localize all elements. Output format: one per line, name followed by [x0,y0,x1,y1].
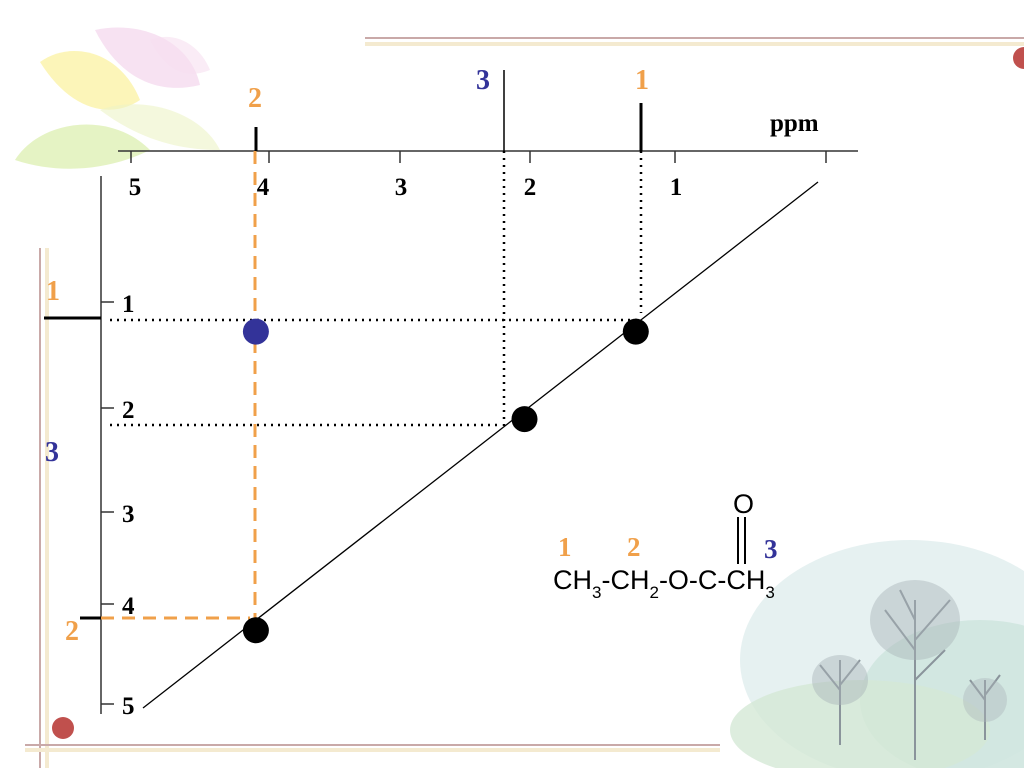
left-axis-tick-label: 5 [122,693,135,720]
top-peak-label-2: 2 [248,83,262,114]
formula-main: CH3-CH2-O-C-CH3 [553,565,775,602]
decor-dot-bottom [52,717,74,739]
top-axis-tick-label: 3 [395,174,408,201]
diagonal-peak [242,617,269,644]
diagonal-peak [511,406,538,433]
left-peak-label-3: 3 [45,437,59,468]
left-axis-tick-label: 3 [122,501,135,528]
top-axis-tick-label: 2 [524,174,537,201]
carbonyl-oxygen: O [733,489,754,519]
left-peak-label-1: 1 [46,276,60,307]
top-axis-tick-label: 1 [670,174,683,201]
left-projection-peaks [44,316,101,620]
left-peak-label-2: 2 [65,616,79,647]
diagonal-peak [622,318,649,345]
formula-index-3: 3 [764,534,778,564]
slide-frame [25,37,1024,768]
formula-index-2: 2 [627,532,641,562]
dotted-guides [110,151,643,427]
top-peak-label-1: 1 [635,65,649,96]
top-axis-ticks: 5 4 3 2 1 [129,151,827,201]
top-axis-tick-label: 5 [129,174,142,201]
decorative-trees [730,540,1024,768]
left-axis-tick-label: 1 [122,291,135,318]
left-axis-ticks: 1 2 3 4 5 [101,291,135,720]
top-axis-tick-label: 4 [257,174,270,201]
cross-peaks [242,318,649,644]
ethyl-acetate-formula: 1 2 3 O CH3-CH2-O-C-CH3 [553,489,778,602]
dashed-orange-guides [101,151,257,620]
cross-peak [242,318,269,345]
decorative-leaves [15,27,220,169]
decor-dot-top [1013,47,1024,69]
left-axis-tick-label: 4 [122,593,135,620]
top-peak-label-3: 3 [476,65,490,96]
formula-index-1: 1 [558,532,572,562]
top-projection-peaks [254,70,643,151]
axis-unit-label: ppm [770,110,819,137]
left-axis-tick-label: 2 [122,397,135,424]
